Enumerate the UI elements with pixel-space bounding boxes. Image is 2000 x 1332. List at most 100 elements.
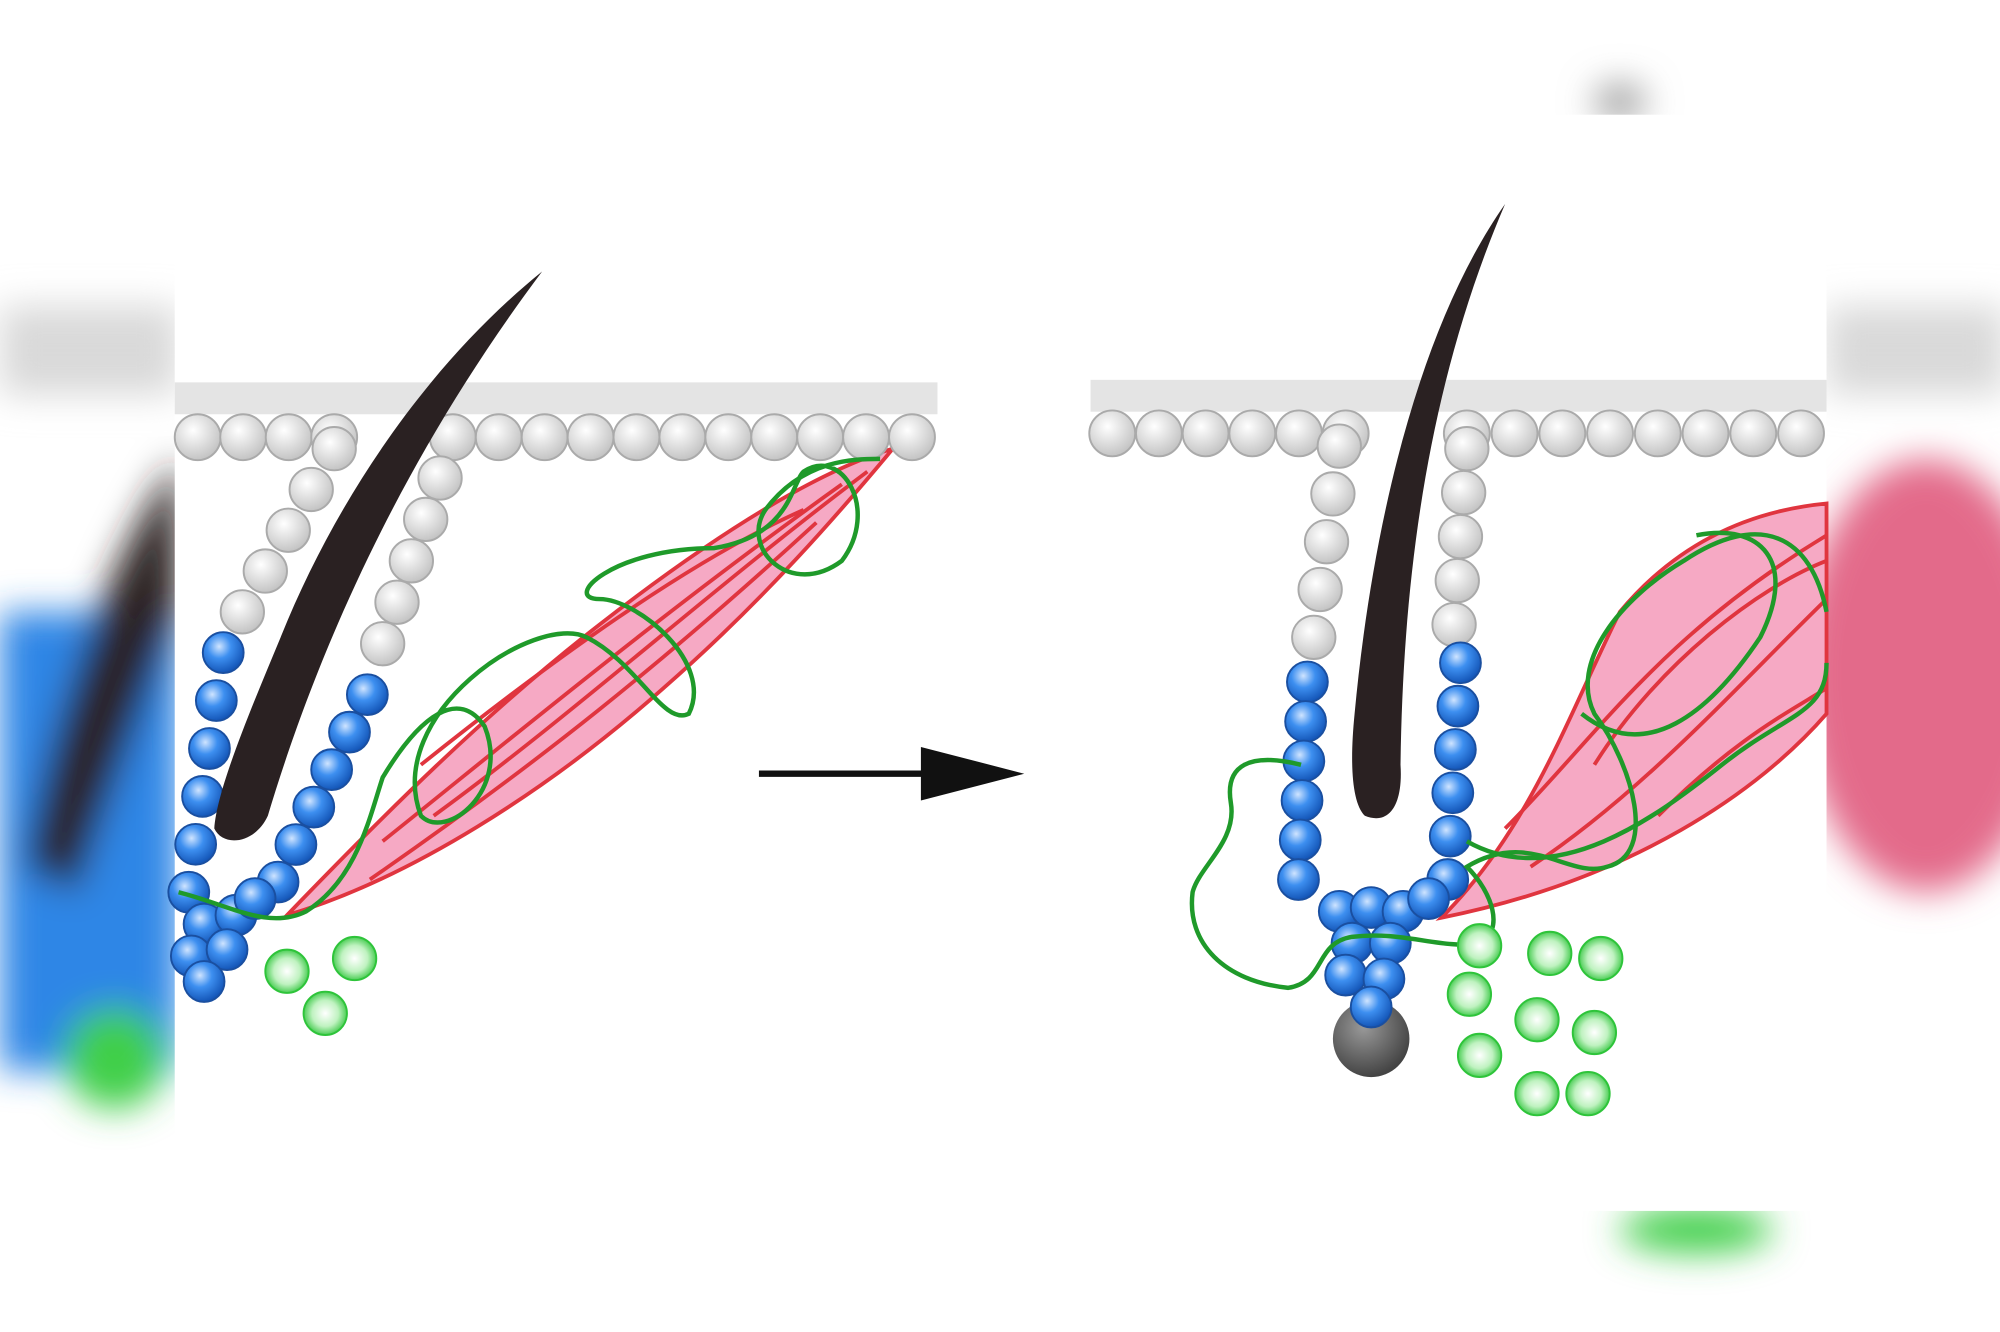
- follicle-cell: [1310, 471, 1356, 517]
- stem-cell: [1428, 814, 1472, 858]
- green-cell: [1571, 1009, 1618, 1056]
- stem-cell: [205, 928, 249, 971]
- follicle-cell: [1297, 566, 1343, 613]
- stem-cell: [1431, 771, 1475, 815]
- arrow-head: [920, 746, 1025, 801]
- follicle-cell: [1434, 557, 1480, 604]
- stem-cell: [292, 785, 336, 829]
- muscle-fiber: [381, 482, 843, 843]
- stem-cell: [328, 710, 371, 754]
- epidermis-cell: [1088, 409, 1137, 458]
- green-cell: [1527, 930, 1573, 977]
- before-panel: [167, 271, 938, 1036]
- follicle-cell: [1431, 601, 1477, 648]
- nerve-fiber: [1465, 662, 1829, 861]
- follicle-cell: [1437, 513, 1484, 560]
- stem-cell: [1280, 779, 1324, 822]
- stem-cell: [1286, 660, 1329, 704]
- green-cell: [331, 935, 378, 982]
- green-cell: [1446, 971, 1493, 1017]
- blurred-background: [0, 84, 2000, 1253]
- stem-cell: [182, 960, 226, 1003]
- stem-cell: [174, 822, 218, 866]
- epidermis-cell: [796, 413, 845, 462]
- epidermis-cell: [264, 413, 313, 462]
- epidermis-band: [174, 382, 938, 415]
- follicle-cell: [360, 621, 406, 667]
- green-cell: [1456, 1032, 1503, 1079]
- stem-cell: [1433, 728, 1477, 771]
- green-cell: [264, 948, 310, 994]
- epidermis-cell: [1633, 409, 1682, 458]
- dermal-papilla: [1332, 1000, 1410, 1078]
- green-cell: [1514, 1071, 1560, 1117]
- epidermis-cell: [612, 413, 661, 462]
- nerve-fiber: [1580, 530, 1778, 737]
- stem-cell: [1368, 921, 1412, 965]
- epidermis-cell: [520, 413, 569, 462]
- muscle-fiber: [368, 521, 818, 882]
- follicle-cell: [311, 426, 357, 472]
- hair-shaft: [214, 271, 543, 841]
- after-panel: [1088, 203, 1829, 1117]
- follicle-cell: [1291, 614, 1337, 660]
- epidermis-cell: [173, 413, 222, 462]
- epidermis-cell: [1135, 409, 1183, 458]
- epidermis-cell: [1275, 409, 1323, 458]
- stem-cell: [233, 877, 277, 920]
- epidermis-cell: [1729, 409, 1778, 458]
- stem-cell: [181, 775, 224, 818]
- stem-cell: [188, 727, 231, 770]
- stem-cell: [1439, 641, 1482, 685]
- epidermis-cell: [1586, 409, 1634, 458]
- follicle-cell: [388, 538, 434, 584]
- follicle-cell: [417, 455, 463, 501]
- epidermis-cell: [1181, 409, 1230, 458]
- hair-shaft: [1352, 203, 1506, 819]
- stem-cell: [1349, 985, 1393, 1029]
- nerve-fiber: [178, 456, 881, 921]
- stem-cell: [1278, 818, 1322, 862]
- stem-cell: [310, 748, 353, 791]
- epidermis-cell: [566, 413, 615, 462]
- follicle-cell: [265, 507, 311, 553]
- epidermis-cell: [658, 413, 707, 462]
- epidermis-cell: [1228, 409, 1277, 458]
- follicle-cell: [219, 589, 265, 635]
- follicle-cell: [1444, 426, 1490, 472]
- epidermis-cell: [1681, 409, 1730, 458]
- stem-cell: [1407, 877, 1450, 920]
- stem-cell: [201, 631, 245, 674]
- stem-cell: [1284, 700, 1327, 743]
- follicle-cell: [1316, 423, 1362, 469]
- epidermis-cell: [1490, 409, 1539, 458]
- epidermis-cell: [474, 413, 523, 462]
- stem-cell: [194, 679, 238, 722]
- epidermis-cell: [704, 413, 753, 462]
- follicle-cell: [242, 548, 288, 594]
- epidermis-cell: [1538, 409, 1587, 458]
- follicle-cell: [288, 466, 334, 513]
- stem-cell: [1277, 858, 1320, 901]
- follicle-cell: [403, 496, 449, 543]
- epidermis-cell: [750, 413, 799, 462]
- muscle-fiber: [1529, 597, 1828, 869]
- muscle-fiber: [1503, 533, 1828, 830]
- nerve-fiber: [1189, 532, 1829, 991]
- epidermis-cell: [219, 413, 268, 462]
- green-cell: [302, 990, 348, 1036]
- green-cell: [1456, 923, 1503, 969]
- epidermis-band: [1090, 379, 1827, 412]
- follicle-cell: [1303, 519, 1350, 565]
- green-cell: [1578, 935, 1624, 982]
- muscle-fiber: [1592, 559, 1828, 766]
- stem-cell: [345, 673, 389, 717]
- epidermis-cell: [1777, 409, 1825, 458]
- transition-arrow: [758, 746, 1025, 801]
- follicle-cell: [374, 579, 420, 625]
- epidermis-cell: [888, 413, 936, 462]
- muscle-fiber: [1656, 686, 1828, 818]
- stem-cell: [1436, 684, 1480, 728]
